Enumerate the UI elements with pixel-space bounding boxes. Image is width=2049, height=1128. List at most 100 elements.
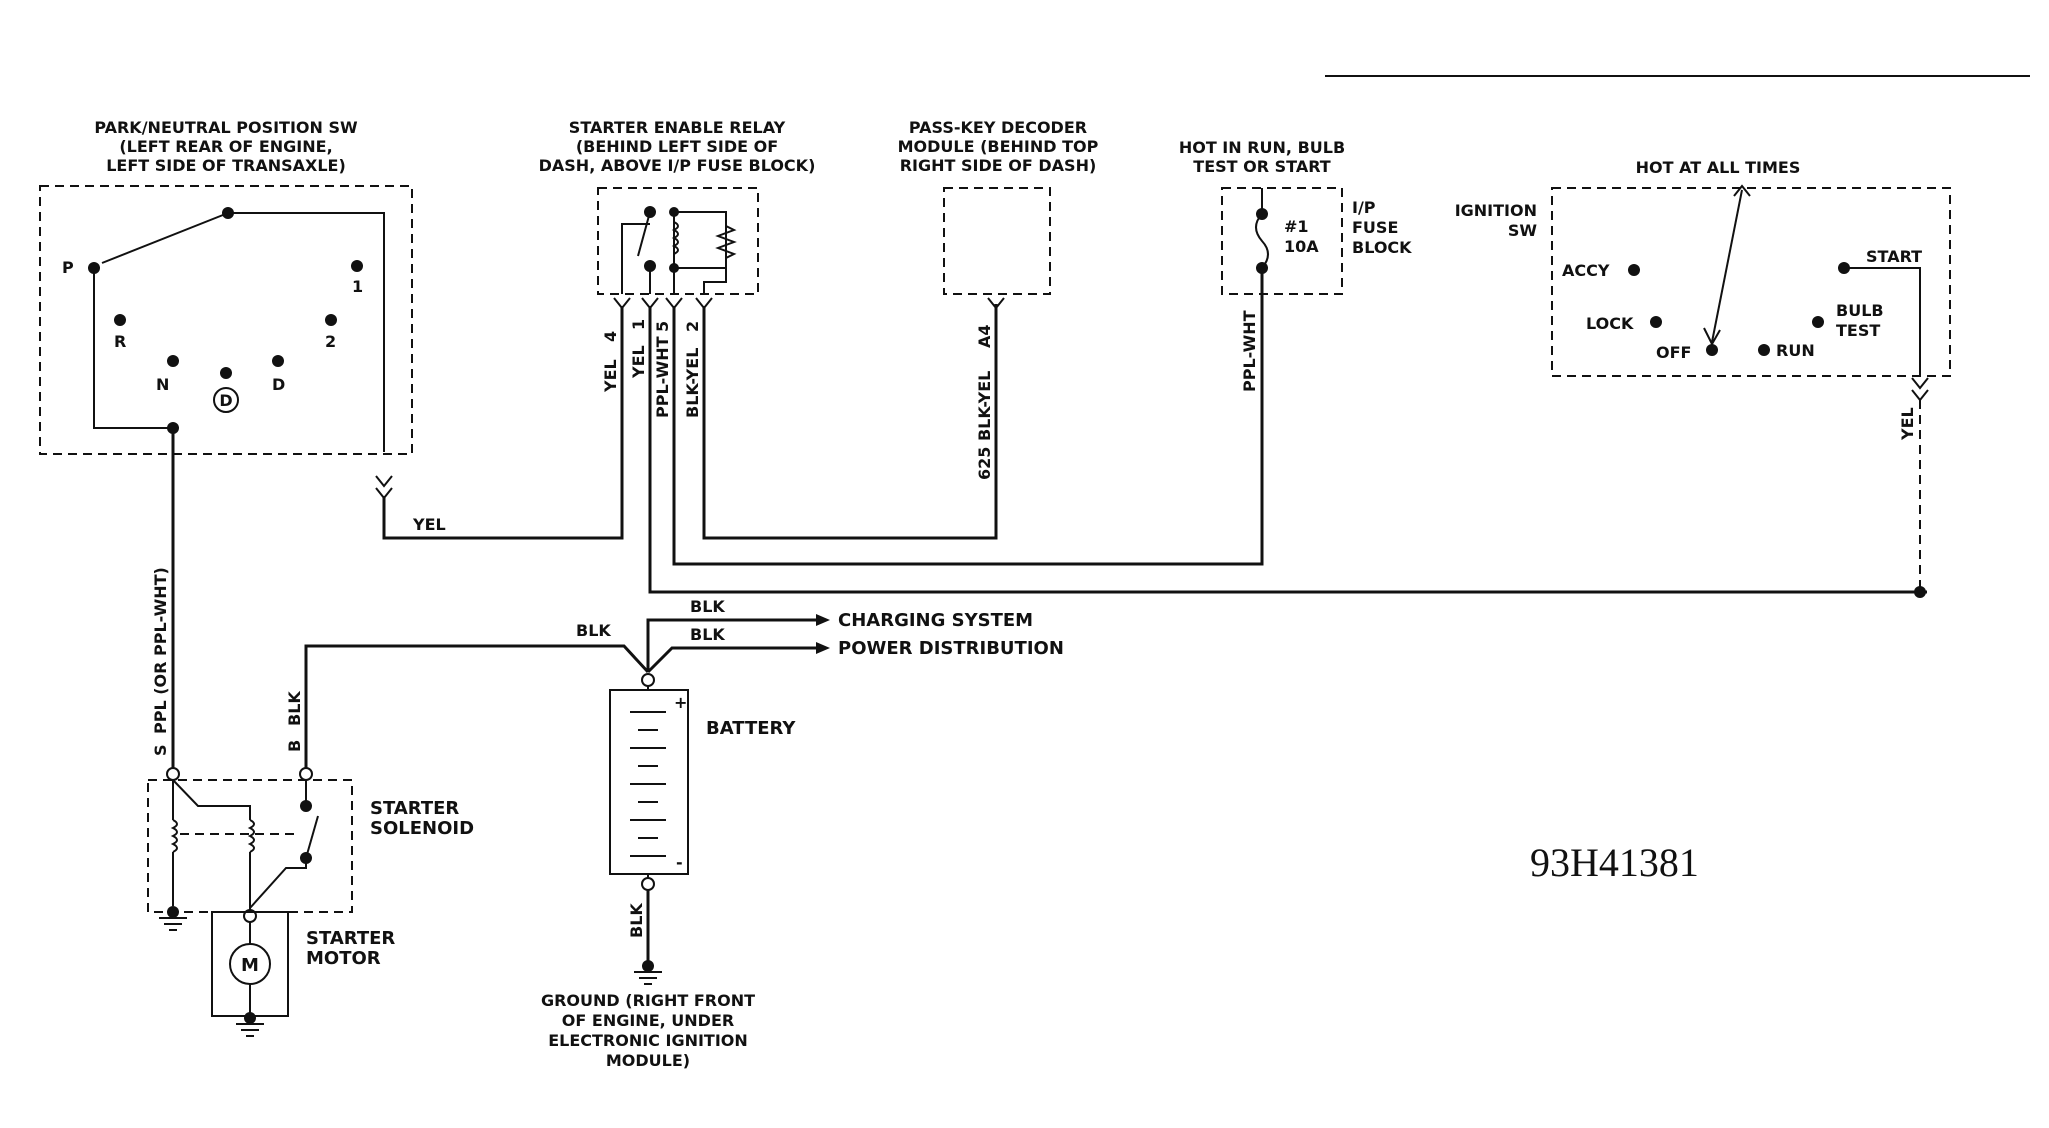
relay-pin1-wire-to-ignition [648,306,1927,594]
relay-pin2-label: 2 [683,321,702,332]
s-terminal-text: S [151,744,170,756]
fuse-box [1221,187,1343,295]
park-neutral-title-3: LEFT SIDE OF TRANSAXLE) [106,156,346,175]
park-neutral-switch: PARK/NEUTRAL POSITION SW (LEFT REAR OF E… [39,118,413,500]
power-wire [646,646,816,674]
battery-pos-terminal [641,673,655,687]
pos-2-contact [325,314,337,326]
battery-pos-wire-label: BLK [576,621,611,640]
motor-label-1: STARTER [306,928,395,949]
pos-r-label: R [114,332,126,351]
pos-r-contact [114,314,126,326]
hold-coil-icon [170,819,178,853]
passkey-title-1: PASS-KEY DECODER [909,118,1087,137]
ignition-output-connector-icon [1911,377,1929,390]
fuse-rating: 10A [1284,237,1319,256]
park-neutral-pivot [222,207,234,219]
ignition-splice-dot [1914,586,1926,598]
park-neutral-title-2: (LEFT REAR OF ENGINE, [119,137,332,156]
pos-p-contact [88,262,100,274]
relay-pin2-wire-to-passkey [702,304,998,540]
battery-plus-sign: + [674,693,687,712]
pos-n-contact [167,355,179,367]
b-terminal [299,767,313,781]
motor-symbol: M [241,955,259,976]
hot-at-all-times-label: HOT AT ALL TIMES [1636,158,1801,177]
relay-coil-frame [673,211,727,269]
fuse-block: HOT IN RUN, BULB TEST OR START #1 10A I/… [1179,138,1412,392]
ground-label-3: ELECTRONIC IGNITION [548,1031,748,1050]
start-output-wire [1844,267,1921,376]
fuse-block-label-3: BLOCK [1352,238,1412,257]
pos-1-contact [351,260,363,272]
ignition-input-connector-icon [1733,184,1751,197]
relay-pin1-label: 1 [629,319,648,330]
off-label: OFF [1656,343,1691,362]
solenoid-label-1: STARTER [370,798,459,819]
fuse-wire-label: PPL-WHT [1240,310,1259,392]
power-arrow-icon [816,642,830,654]
bulb-test-label-1: BULB [1836,301,1884,320]
ignition-label-1: IGNITION [1455,201,1537,220]
park-neutral-connector-icon [375,475,393,488]
park-neutral-box [39,185,413,455]
fuse-title-2: TEST OR START [1193,157,1331,176]
figure-code: 93H41381 [1530,840,1699,885]
ground-label-1: GROUND (RIGHT FRONT [541,991,755,1010]
solenoid-contact-top [300,800,312,812]
relay-title-2: (BEHIND LEFT SIDE OF [576,137,778,156]
fuse-number: #1 [1284,217,1309,236]
power-wire-label: BLK [690,625,725,644]
bulb-test-label-2: TEST [1836,321,1880,340]
ignition-wire-label: YEL [1898,407,1917,441]
b-terminal-label: B [285,740,304,752]
relay-coil-icon [671,221,679,255]
b-terminal-wire [304,644,650,770]
solenoid-ground-icon [159,906,187,931]
pos-n-label: N [156,375,169,394]
accy-contact [1628,264,1640,276]
charging-system-label: CHARGING SYSTEM [838,610,1033,631]
pos-d-circle-label: D [219,391,232,410]
solenoid-label-2: SOLENOID [370,818,474,839]
charging-wire [646,618,816,672]
yel-wire-park-to-relay [382,306,624,540]
motor-label-2: MOTOR [306,948,381,969]
starter-solenoid: STARTER SOLENOID [147,767,474,913]
pass-key-module: PASS-KEY DECODER MODULE (BEHIND TOP RIGH… [898,118,1099,480]
ground-label-2: OF ENGINE, UNDER [562,1011,734,1030]
relay-pin4-wire-label: YEL [601,359,620,393]
pos-d-label: D [272,375,285,394]
relay-pin5-label: 5 [653,321,672,332]
park-neutral-title-1: PARK/NEUTRAL POSITION SW [94,118,358,137]
lock-contact [1650,316,1662,328]
relay-coil-dot-top [669,207,679,217]
relay-pin2-stub [703,268,727,294]
battery-label: BATTERY [706,718,796,739]
fuse-block-label-2: FUSE [1352,218,1398,237]
b-wire-label: BLK [285,691,304,726]
battery-neg-terminal [641,877,655,891]
bulb-test-contact [1812,316,1824,328]
off-contact [1706,344,1718,356]
relay-pin4-label: 4 [601,331,620,342]
pos-p-label: P [62,258,74,277]
pos-d-circle-contact [220,367,232,379]
fuse-block-label-1: I/P [1352,198,1376,217]
passkey-pin-label: A4 [975,324,994,348]
passkey-connector-icon [987,297,1005,310]
ignition-label-2: SW [1508,221,1538,240]
relay-pin5-wire-label: PPL-WHT [653,336,672,418]
passkey-box [943,187,1051,295]
passkey-title-2: MODULE (BEHIND TOP [898,137,1099,156]
relay-switch-arm [637,211,651,257]
lock-label: LOCK [1586,314,1634,333]
battery: + - BATTERY [609,673,796,891]
fuse-icon [1255,213,1269,269]
ignition-output-connector-icon-2 [1911,389,1929,402]
relay-pin4-link [621,223,650,294]
charging-arrow-icon [816,614,830,626]
passkey-wire-label: 625 BLK-YEL [975,371,994,480]
ppl-wire-label: PPL (OR PPL-WHT) [151,567,170,734]
